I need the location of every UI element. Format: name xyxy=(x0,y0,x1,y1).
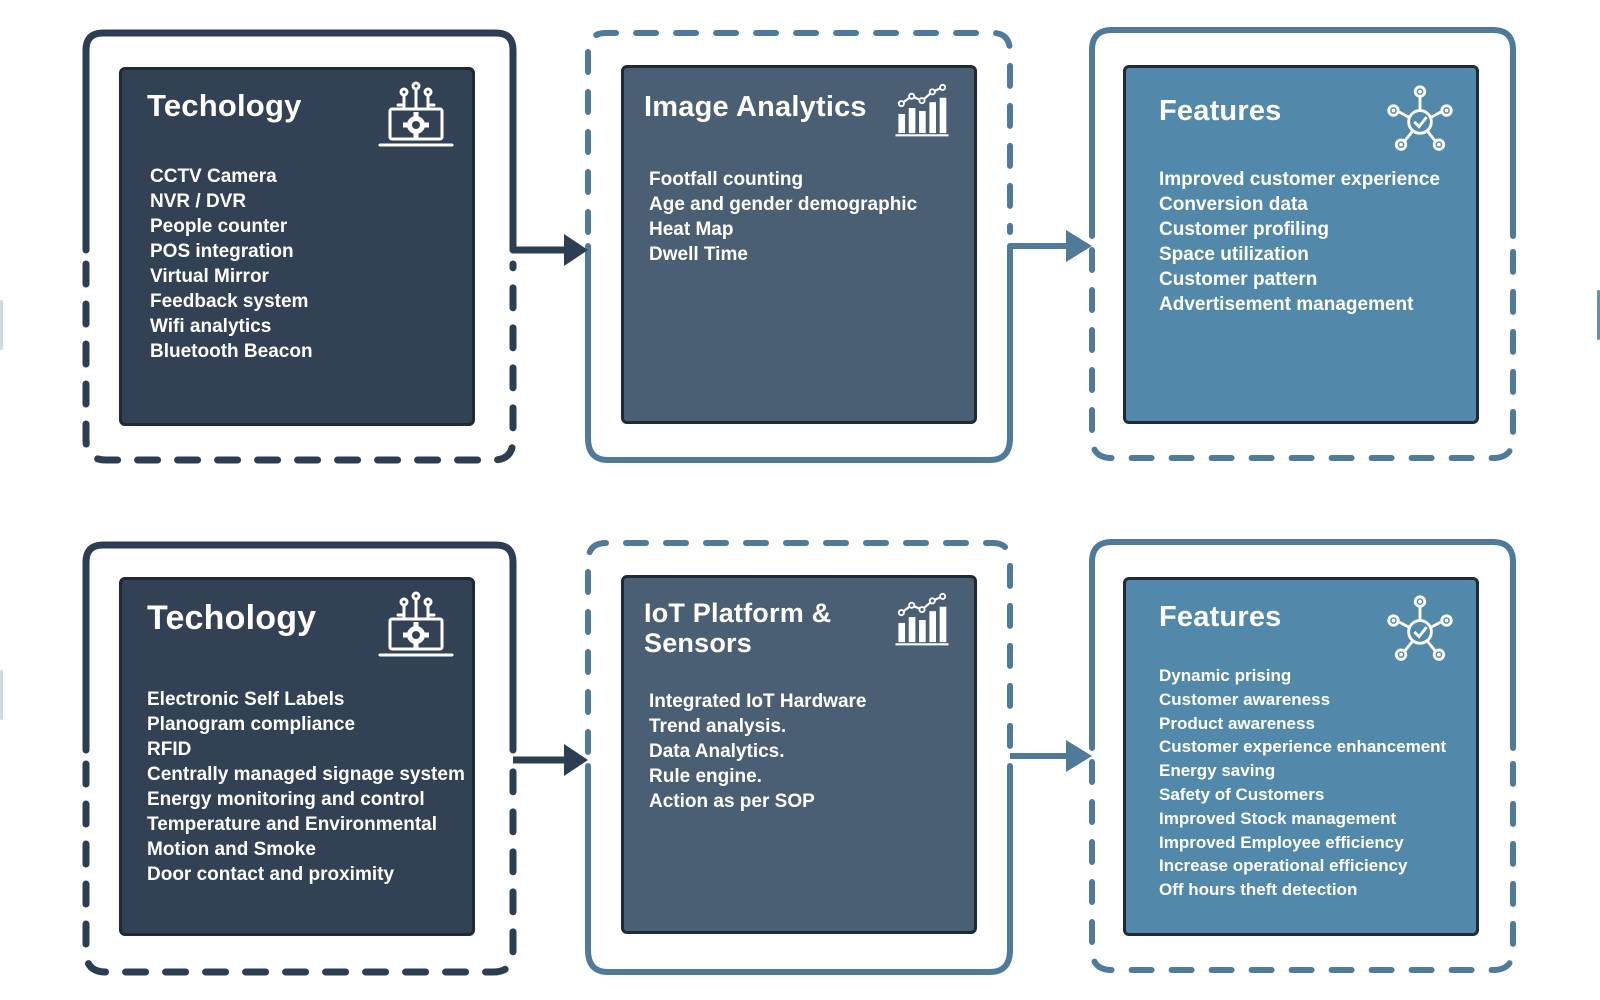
list-item: Space utilization xyxy=(1159,244,1309,265)
list-item: Increase operational efficiency xyxy=(1159,856,1408,876)
technology-list: CCTV Camera NVR / DVR People counter POS… xyxy=(150,164,313,364)
features-card-row1: Features Improved customer experience Co… xyxy=(1123,65,1479,424)
frame-features-row1-solid xyxy=(1089,27,1516,239)
frame-features-row2-solid xyxy=(1089,539,1516,751)
features-list: Dynamic prising Customer awareness Produ… xyxy=(1159,664,1446,902)
arrowhead-row2-analytics-to-features xyxy=(1066,740,1092,772)
laptop-gear-icon xyxy=(378,81,454,147)
card-title: Features xyxy=(1159,95,1282,127)
edge-mark-left-top xyxy=(0,300,3,350)
frame-technology-row2-solid xyxy=(82,541,517,754)
list-item: People counter xyxy=(150,216,288,237)
list-item: Wifi analytics xyxy=(150,316,272,337)
list-item: Product awareness xyxy=(1159,713,1315,733)
list-item: Off hours theft detection xyxy=(1159,880,1358,900)
arrowhead-row2-technology-to-analytics xyxy=(564,744,588,776)
frame-analytics-row2-dashed xyxy=(585,540,1013,755)
list-item: Integrated IoT Hardware xyxy=(649,691,867,712)
frame-technology-row1-solid xyxy=(82,29,517,254)
frame-analytics-row1-dashed xyxy=(585,30,1013,235)
list-item: Customer profiling xyxy=(1159,219,1329,240)
arrowhead-row1-analytics-to-features xyxy=(1066,230,1092,262)
list-item: Virtual Mirror xyxy=(150,266,269,287)
list-item: Temperature and Environmental xyxy=(147,814,437,835)
frame-technology-row1-dashed xyxy=(82,260,517,464)
list-item: Trend analysis. xyxy=(649,716,787,737)
list-item: Improved customer experience xyxy=(1159,169,1440,190)
frame-analytics-row2-solid xyxy=(585,763,1013,975)
list-item: NVR / DVR xyxy=(150,191,247,212)
list-item: Bluetooth Beacon xyxy=(150,341,313,362)
list-item: Footfall counting xyxy=(649,169,804,190)
list-item: Customer pattern xyxy=(1159,269,1318,290)
list-item: Heat Map xyxy=(649,219,734,240)
laptop-gear-icon xyxy=(378,591,454,657)
card-title: Features xyxy=(1159,601,1282,633)
frame-technology-row2-dashed xyxy=(82,760,517,976)
list-item: Dwell Time xyxy=(649,244,748,265)
frame-features-row2-dashed xyxy=(1089,759,1516,973)
list-item: Rule engine. xyxy=(649,766,762,787)
bar-chart-icon xyxy=(895,83,949,137)
list-item: Customer awareness xyxy=(1159,689,1331,709)
list-item: Dynamic prising xyxy=(1159,666,1292,685)
network-check-icon xyxy=(1387,595,1453,661)
analytics-card-row1: Image Analytics Footfall counting Age an… xyxy=(621,65,977,424)
list-item: Conversion data xyxy=(1159,194,1308,215)
technology-card-row1: Techology CCTV Camera NVR / DVR People c… xyxy=(119,67,475,426)
list-item: Feedback system xyxy=(150,291,309,312)
features-card-row2: Features Dynamic prising Customer awaren… xyxy=(1123,577,1479,936)
frame-analytics-row1-solid xyxy=(585,243,1013,463)
list-item: Energy monitoring and control xyxy=(147,789,425,810)
features-list: Improved customer experience Conversion … xyxy=(1159,167,1440,317)
list-item: Improved Stock management xyxy=(1159,808,1397,828)
list-item: Action as per SOP xyxy=(649,791,815,812)
edge-mark-right-top xyxy=(1597,290,1600,340)
list-item: Improved Employee efficiency xyxy=(1159,832,1404,852)
network-check-icon xyxy=(1387,85,1453,151)
iot-list: Integrated IoT Hardware Trend analysis. … xyxy=(649,689,867,814)
analytics-list: Footfall counting Age and gender demogra… xyxy=(649,167,917,267)
card-title: Techology xyxy=(147,88,302,123)
technology-list: Electronic Self Labels Planogram complia… xyxy=(147,687,465,887)
list-item: Safety of Customers xyxy=(1159,784,1325,804)
list-item: Door contact and proximity xyxy=(147,864,395,885)
list-item: Data Analytics. xyxy=(649,741,785,762)
list-item: Planogram compliance xyxy=(147,714,356,735)
bar-chart-icon xyxy=(895,592,949,646)
list-item: Age and gender demographic xyxy=(649,194,918,215)
list-item: Electronic Self Labels xyxy=(147,689,345,710)
list-item: POS integration xyxy=(150,241,294,262)
list-item: Advertisement management xyxy=(1159,294,1414,315)
list-item: CCTV Camera xyxy=(150,166,277,187)
card-title-line1: IoT Platform & xyxy=(644,598,832,628)
card-title: Image Analytics xyxy=(644,91,867,123)
edge-mark-left-bottom xyxy=(0,670,3,720)
list-item: Centrally managed signage system xyxy=(147,764,465,785)
technology-card-row2: Techology Electronic Self Labels Planogr… xyxy=(119,577,475,936)
frame-features-row1-dashed xyxy=(1089,247,1516,461)
list-item: Motion and Smoke xyxy=(147,839,316,860)
list-item: Energy saving xyxy=(1159,761,1276,781)
iot-platform-card-row2: IoT Platform & Sensors Integrated IoT Ha… xyxy=(621,575,977,934)
list-item: Customer experience enhancement xyxy=(1159,737,1447,757)
arrowhead-row1-technology-to-analytics xyxy=(564,234,588,266)
card-title-line2: Sensors xyxy=(644,628,752,658)
card-title: Techology xyxy=(147,599,317,637)
card-title: IoT Platform & Sensors xyxy=(644,598,831,658)
list-item: RFID xyxy=(147,739,192,760)
